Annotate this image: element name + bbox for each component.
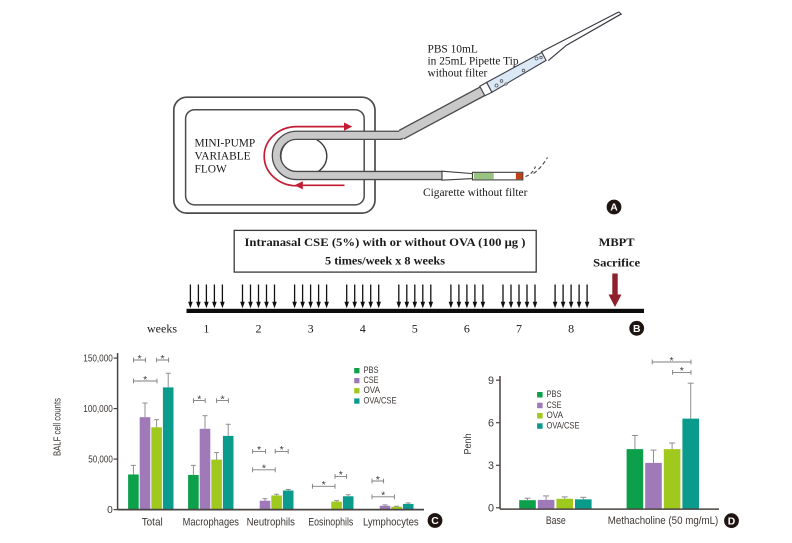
svg-text:150,000: 150,000	[83, 354, 113, 365]
svg-text:50,000: 50,000	[88, 455, 113, 466]
svg-text:Methacholine (50 mg/mL): Methacholine (50 mg/mL)	[608, 515, 719, 527]
svg-text:*: *	[257, 444, 261, 456]
svg-text:MINI-PUMP: MINI-PUMP	[195, 138, 256, 150]
svg-text:without filter: without filter	[428, 68, 488, 80]
svg-text:6: 6	[464, 322, 470, 336]
svg-text:VARIABLE: VARIABLE	[195, 151, 251, 163]
svg-text:D: D	[728, 516, 736, 527]
svg-text:3: 3	[308, 322, 314, 336]
svg-text:*: *	[680, 365, 684, 377]
svg-text:in 25mL Pipette Tip: in 25mL Pipette Tip	[428, 56, 519, 68]
svg-text:8: 8	[568, 322, 574, 336]
svg-text:MBPT: MBPT	[599, 236, 635, 249]
svg-text:OVA: OVA	[364, 385, 381, 395]
svg-text:*: *	[280, 444, 284, 456]
svg-text:PBS 10mL: PBS 10mL	[428, 44, 478, 56]
svg-text:*: *	[376, 474, 380, 486]
svg-text:Total: Total	[142, 517, 163, 529]
svg-text:Sacrifice: Sacrifice	[593, 257, 640, 270]
svg-text:3: 3	[488, 460, 494, 472]
svg-text:Penh: Penh	[462, 433, 474, 454]
svg-text:*: *	[381, 490, 385, 502]
svg-text:CSE: CSE	[364, 375, 379, 385]
svg-text:BALF cell counts: BALF cell counts	[52, 398, 64, 456]
svg-text:OVA/CSE: OVA/CSE	[547, 421, 580, 431]
svg-text:Base: Base	[546, 515, 566, 527]
svg-text:PBS: PBS	[364, 365, 379, 375]
svg-text:4: 4	[360, 322, 366, 336]
svg-text:5 times/week x 8 weeks: 5 times/week x 8 weeks	[325, 256, 446, 268]
svg-text:0: 0	[488, 503, 494, 515]
svg-text:1: 1	[203, 322, 209, 336]
svg-text:*: *	[220, 393, 224, 405]
svg-text:6: 6	[488, 418, 494, 430]
svg-text:100,000: 100,000	[83, 404, 113, 415]
svg-text:Eosinophils: Eosinophils	[308, 517, 353, 529]
svg-text:FLOW: FLOW	[195, 164, 228, 176]
svg-text:weeks: weeks	[147, 322, 177, 336]
svg-text:Lymphocytes: Lymphocytes	[363, 517, 419, 529]
svg-text:Intranasal CSE (5%) with or wi: Intranasal CSE (5%) with or without OVA …	[245, 237, 526, 249]
svg-text:5: 5	[412, 322, 418, 336]
svg-text:Cigarette without filter: Cigarette without filter	[423, 187, 528, 199]
svg-text:OVA: OVA	[547, 410, 564, 420]
svg-text:Macrophages: Macrophages	[183, 517, 240, 529]
svg-text:C: C	[431, 516, 439, 527]
svg-text:*: *	[197, 393, 201, 405]
svg-text:2: 2	[256, 322, 262, 336]
svg-text:0: 0	[107, 505, 113, 516]
svg-text:*: *	[161, 353, 165, 365]
svg-text:CSE: CSE	[547, 400, 562, 410]
svg-text:7: 7	[516, 322, 522, 336]
svg-text:Neutrophils: Neutrophils	[247, 517, 296, 529]
svg-text:*: *	[322, 479, 326, 491]
svg-text:*: *	[262, 463, 266, 475]
svg-text:*: *	[137, 353, 141, 365]
svg-text:B: B	[633, 324, 641, 335]
svg-text:*: *	[670, 355, 674, 367]
svg-text:PBS: PBS	[547, 389, 562, 399]
svg-text:A: A	[610, 203, 618, 214]
svg-text:*: *	[143, 374, 147, 386]
svg-text:*: *	[339, 469, 343, 481]
svg-text:OVA/CSE: OVA/CSE	[364, 395, 397, 405]
svg-text:9: 9	[488, 375, 494, 387]
